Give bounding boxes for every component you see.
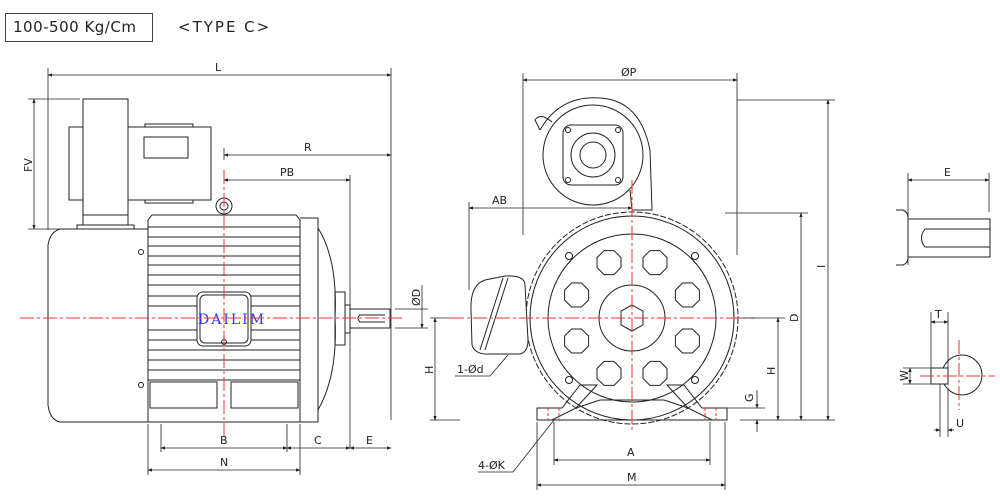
label-foot-holes: 4-ØK [478, 459, 506, 472]
dim-H-left: H [423, 366, 436, 374]
bolt-head [564, 282, 590, 308]
dim-N: N [220, 456, 228, 469]
dim-W: W [898, 370, 911, 381]
dim-D: D [788, 314, 801, 322]
front-view: ØP AB I [450, 66, 835, 490]
dim-I: I [815, 265, 828, 268]
dim-H-right: H [765, 367, 778, 375]
bolt-head [674, 282, 700, 308]
bolt-head [642, 360, 668, 386]
bolt-head [642, 250, 668, 276]
brand-logo: DAILIM [198, 312, 266, 328]
bolt-head [596, 250, 622, 276]
dim-A: A [627, 446, 635, 459]
dim-C: C [314, 434, 322, 447]
side-view: L R PB FV [20, 61, 460, 475]
dim-B: B [220, 434, 228, 447]
label-cable-entry: 1-Ød [457, 363, 484, 376]
dim-R: R [304, 141, 312, 154]
bolt-holes [564, 250, 700, 386]
dim-PB: PB [280, 166, 294, 179]
dim-AB: AB [492, 194, 507, 207]
dim-E-detail: E [944, 166, 951, 179]
bolt-head [596, 360, 622, 386]
dim-E-side: E [366, 434, 373, 447]
dim-G: G [743, 393, 756, 402]
dim-T: T [934, 308, 942, 321]
dim-FV: FV [22, 158, 35, 172]
dim-P: ØP [621, 66, 637, 79]
bolt-head [564, 328, 590, 354]
dim-U: U [956, 417, 964, 430]
pressure-label: 100-500 Kg/Cm [13, 18, 137, 36]
dim-L: L [215, 61, 222, 74]
shaft-detail: E T W U [896, 166, 995, 437]
title-box [5, 13, 153, 42]
dim-M: M [627, 471, 637, 484]
dim-D-shaft: ØD [410, 289, 423, 306]
bolt-head [674, 328, 700, 354]
type-label: <TYPE C> [178, 18, 272, 36]
